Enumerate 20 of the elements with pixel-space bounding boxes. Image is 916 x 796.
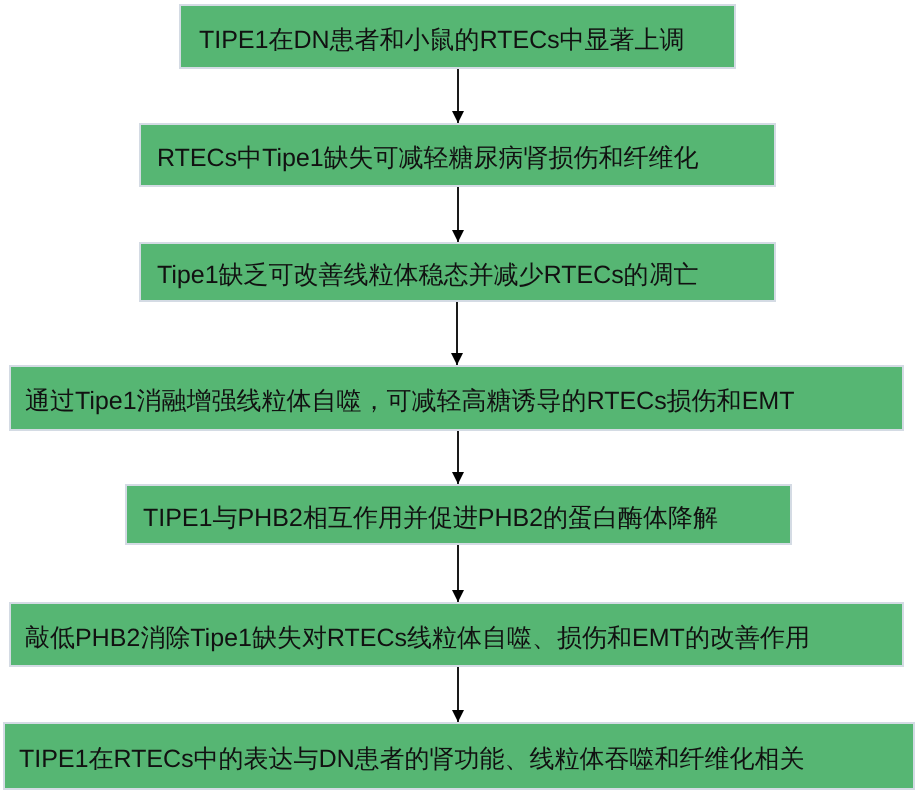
arrow xyxy=(452,431,464,484)
process-box xyxy=(139,123,776,187)
process-box xyxy=(139,242,776,302)
step-text: TIPE1与PHB2相互作用并促进PHB2的蛋白酶体降解 xyxy=(143,502,718,532)
arrow xyxy=(452,187,464,242)
process-box xyxy=(9,365,904,431)
step-text: 敲低PHB2消除Tipe1缺失对RTECs线粒体自噬、损伤和EMT的改善作用 xyxy=(25,622,810,652)
arrow xyxy=(452,545,464,602)
arrow xyxy=(452,69,464,123)
arrow xyxy=(451,302,463,365)
process-box xyxy=(9,602,904,667)
step-text: Tipe1缺乏可改善线粒体稳态并减少RTECs的凋亡 xyxy=(157,260,699,290)
process-box xyxy=(125,484,792,545)
process-box xyxy=(3,722,915,790)
step-text: 通过Tipe1消融增强线粒体自噬，可减轻高糖诱导的RTECs损伤和EMT xyxy=(25,386,794,416)
arrow xyxy=(452,667,464,722)
step-text: TIPE1在DN患者和小鼠的RTECs中显著上调 xyxy=(199,24,685,54)
step-text: TIPE1在RTECs中的表达与DN患者的肾功能、线粒体吞噬和纤维化相关 xyxy=(19,744,805,774)
process-box xyxy=(179,4,736,69)
step-text: RTECs中Tipe1缺失可减轻糖尿病肾损伤和纤维化 xyxy=(157,143,699,173)
